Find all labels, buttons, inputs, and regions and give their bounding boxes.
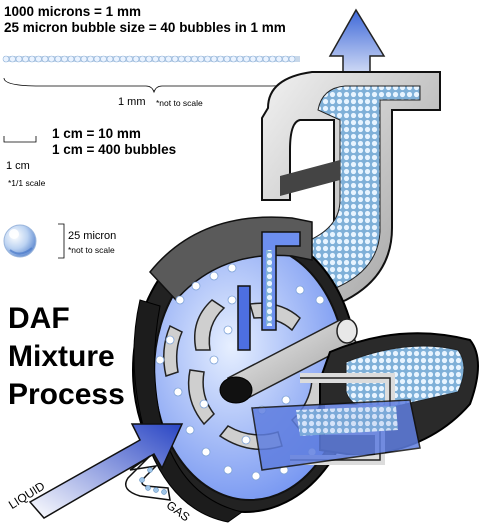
scale-bubble <box>9 55 16 63</box>
pump-bubble <box>209 271 219 281</box>
pump-bubble <box>199 399 209 409</box>
scale-bubble <box>48 55 55 63</box>
pump-bubble <box>201 447 211 457</box>
scale-bubble <box>67 55 75 63</box>
scale-bubble <box>139 55 146 63</box>
scale-bubble <box>171 55 179 63</box>
scale-bubble <box>210 55 218 63</box>
pump-bubble <box>295 285 305 295</box>
scale-bubble <box>93 55 101 63</box>
scale-bubble <box>74 55 81 63</box>
scale-bubble <box>22 55 29 63</box>
scale-bubble <box>282 55 289 63</box>
scale-bubble <box>113 55 120 63</box>
scale-bubble <box>54 55 62 63</box>
mm-note: *not to scale <box>156 98 203 108</box>
single-bubble-icon <box>3 224 37 258</box>
pump-bubble <box>251 471 261 481</box>
pump-bubble <box>175 295 185 305</box>
scale-bubble <box>256 55 263 63</box>
scale-bubble <box>204 55 211 63</box>
scale-bubble <box>2 55 10 63</box>
pump-shaft <box>219 318 358 404</box>
micron-bracket <box>58 223 65 259</box>
scale-bubble <box>15 55 23 63</box>
scale-bubble <box>165 55 172 63</box>
cm-note: *1/1 scale <box>8 178 46 188</box>
scale-bubble <box>158 55 166 63</box>
scale-bubble <box>275 55 283 63</box>
scale-bubble <box>80 55 88 63</box>
cm-to-bubbles-text: 1 cm = 400 bubbles <box>52 142 177 157</box>
internal-tubes <box>237 231 301 351</box>
scale-bubble <box>119 55 127 63</box>
scale-bubble <box>249 55 257 63</box>
pump-bubble <box>185 425 195 435</box>
scale-bubble <box>184 55 192 63</box>
pump-bubble <box>173 387 183 397</box>
scale-bubble <box>191 55 198 63</box>
scale-bubble <box>288 55 296 63</box>
pump-bubble <box>227 295 237 305</box>
bubbles-per-mm-text: 25 micron bubble size = 40 bubbles in 1 … <box>4 20 286 35</box>
title-line-2: Mixture <box>8 340 115 373</box>
scale-bubble <box>243 55 250 63</box>
scale-bubble <box>262 55 270 63</box>
mm-label: 1 mm <box>118 96 146 108</box>
scale-bubble <box>197 55 205 63</box>
liquid-inlet-arrow <box>28 423 184 519</box>
scale-bubble <box>28 55 36 63</box>
scale-bubble <box>145 55 153 63</box>
title-line-1: DAF <box>8 302 70 335</box>
pump-bubble <box>165 335 175 345</box>
micron-label: 25 micron <box>68 230 117 242</box>
pump-bubble <box>223 325 233 335</box>
scale-bubble <box>106 55 114 63</box>
scale-bubble <box>35 55 42 63</box>
scale-bubble <box>126 55 133 63</box>
pump-bubble <box>281 395 291 405</box>
micron-note: *not to scale <box>68 245 115 255</box>
pump-bubble <box>227 263 237 273</box>
scale-bubble <box>41 55 49 63</box>
cm-bracket <box>3 136 37 143</box>
scale-bubble <box>61 55 68 63</box>
pump-bubble <box>191 281 201 291</box>
pump-bubble <box>241 435 251 445</box>
cm-to-mm-text: 1 cm = 10 mm <box>52 126 141 141</box>
scale-bubble <box>217 55 224 63</box>
scale-bubble <box>269 55 276 63</box>
scale-bubble <box>152 55 159 63</box>
scale-bubble <box>236 55 244 63</box>
pump-bubble <box>155 355 165 365</box>
scale-bubble <box>132 55 140 63</box>
pump-bubble <box>209 355 219 365</box>
title-line-3: Process <box>8 378 125 411</box>
mm-bracket <box>3 77 301 94</box>
scale-bubble <box>87 55 94 63</box>
scale-bubble <box>100 55 107 63</box>
right-chamber <box>251 332 479 471</box>
scale-bubble <box>178 55 185 63</box>
microns-per-mm-text: 1000 microns = 1 mm <box>4 4 141 19</box>
outlet-pipe <box>261 71 441 322</box>
scale-bubble <box>230 55 237 63</box>
cm-label: 1 cm <box>6 160 30 172</box>
pump-bubble <box>315 295 325 305</box>
scale-bubble <box>223 55 231 63</box>
gas-inlet-tube <box>125 455 171 501</box>
pump-bubble <box>223 465 233 475</box>
bubble-row <box>2 55 300 63</box>
